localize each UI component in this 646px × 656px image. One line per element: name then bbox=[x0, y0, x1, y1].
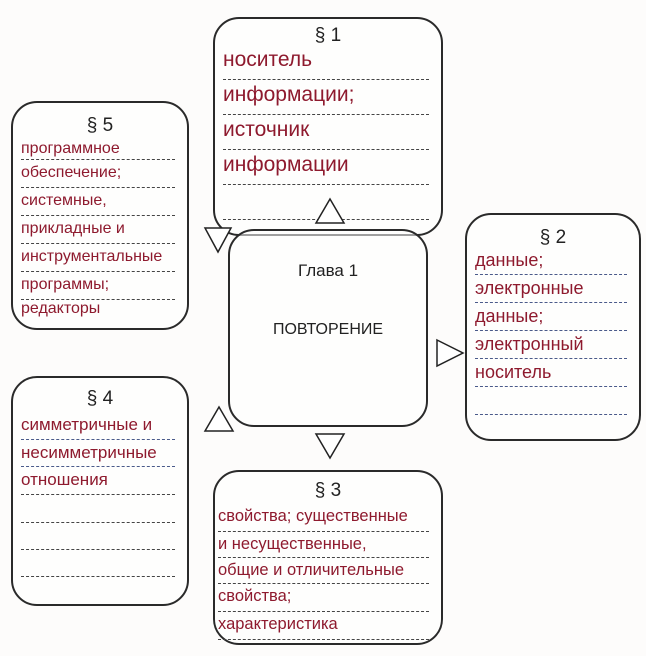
chapter-label: Глава 1 bbox=[297, 261, 359, 280]
answer-line[interactable]: и несущественные, bbox=[218, 532, 429, 558]
section-heading: § 5 bbox=[86, 115, 114, 136]
answer-line[interactable]: электронный bbox=[475, 331, 627, 359]
answer-line[interactable]: программы; bbox=[21, 272, 175, 300]
triangle-down-icon bbox=[314, 433, 346, 460]
triangle-right-icon bbox=[436, 338, 465, 368]
answer-line[interactable]: инструментальные bbox=[21, 244, 175, 272]
section-4-box: § 4 симметричные и несимметричные отноше… bbox=[11, 376, 189, 606]
answer-line[interactable]: электронные bbox=[475, 275, 627, 303]
section-2-box: § 2 данные; электронные данные; электрон… bbox=[465, 213, 641, 441]
answer-line[interactable]: данные; bbox=[475, 249, 627, 275]
answer-line[interactable]: информации bbox=[223, 150, 429, 185]
answer-line[interactable]: свойства; bbox=[218, 584, 429, 612]
section-1-box: § 1 носитель информации; источник информ… bbox=[213, 17, 443, 236]
answer-line[interactable]: обеспечение; bbox=[21, 160, 175, 188]
answer-line[interactable] bbox=[21, 550, 175, 577]
answer-line[interactable]: отношения bbox=[21, 467, 175, 495]
section-heading: § 1 bbox=[314, 25, 342, 46]
answer-line[interactable]: данные; bbox=[475, 303, 627, 331]
chapter-title: ПОВТОРЕНИЕ bbox=[272, 321, 384, 338]
answer-line[interactable]: программное bbox=[21, 140, 175, 160]
section-heading: § 3 bbox=[314, 480, 342, 501]
answer-line[interactable]: информации; bbox=[223, 80, 429, 115]
answer-line[interactable] bbox=[475, 387, 627, 415]
answer-line[interactable] bbox=[21, 495, 175, 523]
answer-line[interactable] bbox=[21, 523, 175, 550]
answer-line[interactable]: несимметричные bbox=[21, 440, 175, 467]
triangle-down-icon bbox=[203, 227, 233, 254]
triangle-up-icon bbox=[203, 405, 235, 432]
answer-line[interactable]: редакторы bbox=[21, 300, 101, 317]
answer-line[interactable]: характеристика bbox=[218, 612, 429, 640]
triangle-up-icon bbox=[314, 197, 346, 224]
answer-line[interactable]: прикладные и bbox=[21, 216, 175, 244]
section-heading: § 4 bbox=[86, 388, 114, 409]
chapter-center-box: Глава 1 ПОВТОРЕНИЕ bbox=[228, 229, 428, 427]
answer-line[interactable]: системные, bbox=[21, 188, 175, 216]
answer-line[interactable]: носитель bbox=[475, 359, 627, 387]
answer-line[interactable]: источник bbox=[223, 115, 429, 150]
answer-line[interactable]: свойства; существенные bbox=[218, 504, 429, 532]
section-heading: § 2 bbox=[539, 227, 567, 248]
answer-line[interactable]: носитель bbox=[223, 45, 429, 80]
answer-line[interactable]: общие и отличительные bbox=[218, 558, 429, 584]
section-5-box: § 5 программное обеспечение; системные, … bbox=[11, 101, 189, 330]
answer-line[interactable]: симметричные и bbox=[21, 414, 175, 440]
section-3-box: § 3 свойства; существенные и несуществен… bbox=[213, 470, 443, 645]
